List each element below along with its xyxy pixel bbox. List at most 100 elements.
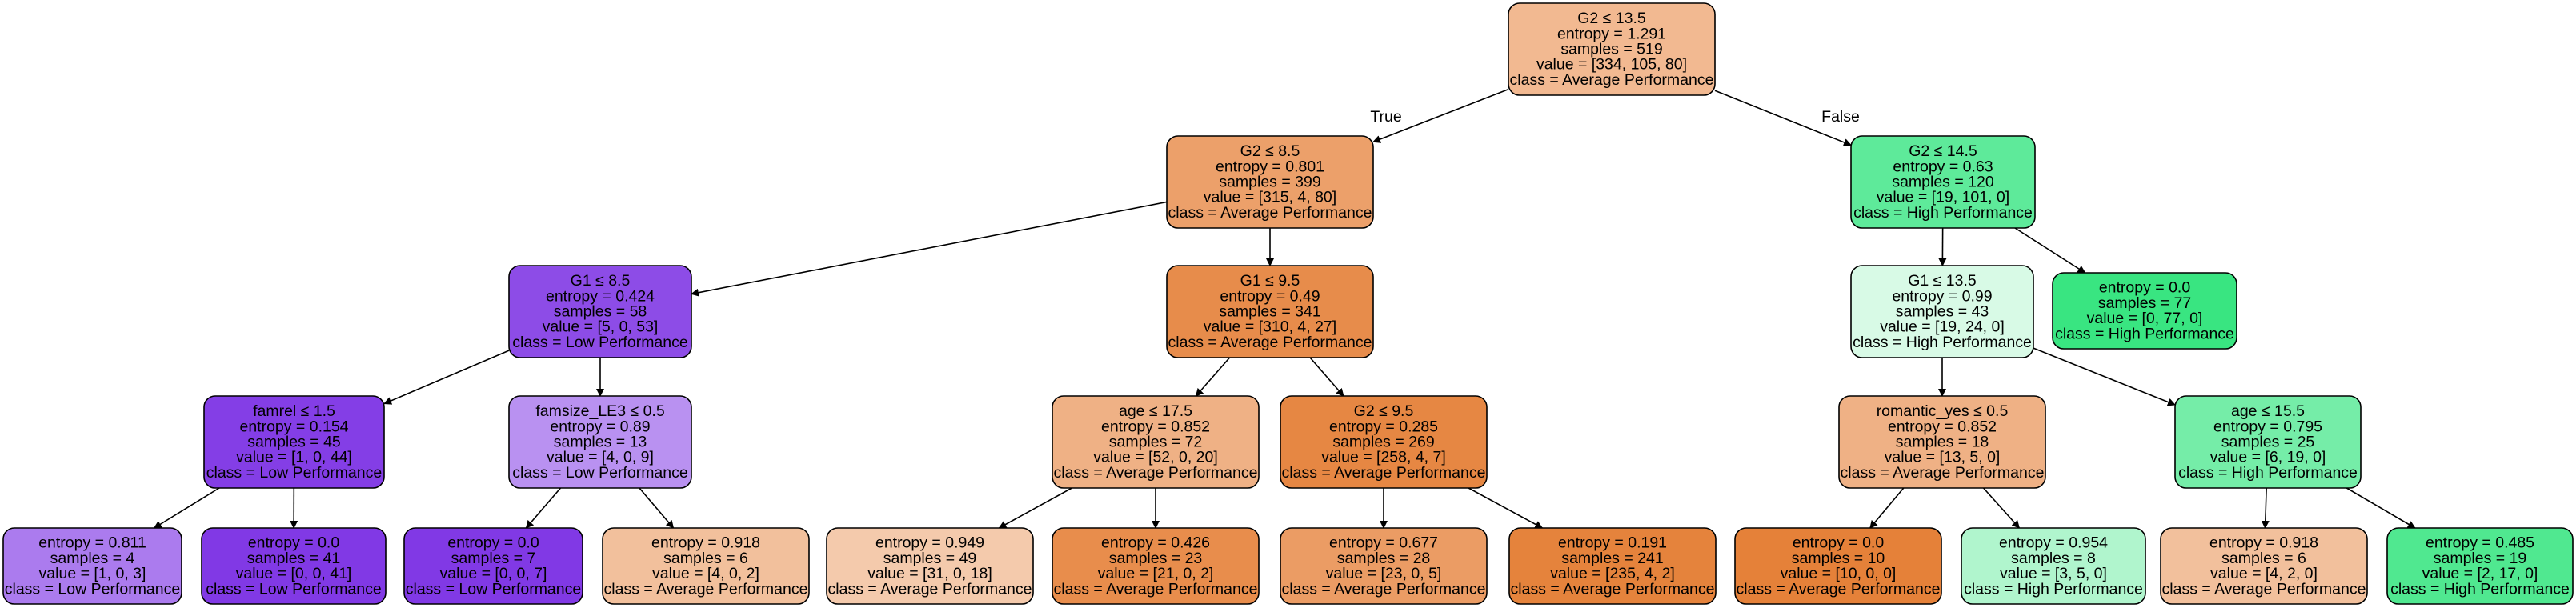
- node-line: value = [0, 0, 7]: [440, 565, 547, 582]
- node-line: class = Average Performance: [1168, 204, 1372, 222]
- node-line: samples = 6: [2221, 550, 2306, 567]
- node-box: [1838, 395, 2046, 489]
- node-line: entropy = 1.291: [1557, 25, 1666, 42]
- node-line: value = [315, 4, 80]: [1204, 189, 1336, 206]
- node-line: samples = 120: [1892, 174, 1994, 191]
- node-line: class = Average Performance: [1282, 464, 1486, 482]
- node-line: samples = 13: [554, 434, 647, 451]
- node-line: class = Low Performance: [406, 580, 581, 598]
- node-line: value = [4, 0, 9]: [547, 449, 654, 466]
- edge-arrow-n11-n21: [1869, 487, 1905, 529]
- node-line: samples = 25: [2221, 434, 2315, 451]
- node-line: value = [19, 101, 0]: [1877, 189, 2009, 206]
- edge-arrow-n8-n16: [639, 487, 675, 529]
- node-line: entropy = 0.99: [1892, 287, 1992, 305]
- node-box: [2160, 527, 2368, 605]
- node-line: value = [0, 0, 41]: [236, 565, 352, 582]
- node-line: class = Average Performance: [2162, 580, 2366, 598]
- node-line: samples = 7: [451, 550, 536, 567]
- edge-arrow-n12-n24: [2346, 487, 2416, 529]
- node-line: samples = 41: [247, 550, 341, 567]
- edge-arrow-n4-n9: [1195, 357, 1231, 397]
- node-line: class = Low Performance: [206, 580, 381, 598]
- node-line: famrel ≤ 1.5: [253, 402, 335, 420]
- node-line: value = [21, 0, 2]: [1098, 565, 1214, 582]
- node-line: class = Average Performance: [828, 580, 1032, 598]
- node-box: [1166, 265, 1374, 358]
- node-line: class = Average Performance: [1282, 580, 1486, 598]
- node-box: [403, 527, 583, 605]
- node-box: [1166, 135, 1374, 229]
- node-line: entropy = 0.954: [1999, 534, 2108, 552]
- node-line: entropy = 0.485: [2426, 534, 2534, 552]
- node-box: [508, 265, 692, 358]
- node-box: [1280, 527, 1488, 605]
- node-line: samples = 6: [663, 550, 748, 567]
- node-line: samples = 77: [2098, 294, 2192, 312]
- node-line: class = Low Performance: [206, 464, 382, 482]
- node-line: romantic_yes ≤ 0.5: [1877, 402, 2009, 420]
- node-box: [1052, 395, 1260, 489]
- node-line: value = [13, 5, 0]: [1885, 449, 2001, 466]
- node-line: value = [10, 0, 0]: [1781, 565, 1897, 582]
- node-line: age ≤ 17.5: [1119, 402, 1192, 420]
- edge-arrow-n1-n3: [691, 201, 1168, 297]
- node-line: samples = 8: [2011, 550, 2096, 567]
- node-line: entropy = 0.0: [1793, 534, 1885, 552]
- node-line: value = [31, 0, 18]: [867, 565, 992, 582]
- node-line: entropy = 0.677: [1329, 534, 1438, 552]
- node-line: samples = 241: [1561, 550, 1663, 567]
- edge-arrow-n0-n2: [1714, 90, 1852, 146]
- edge-arrow-n5-n12: [2033, 347, 2176, 406]
- node-box: [2386, 527, 2574, 605]
- node-line: class = Average Performance: [1511, 580, 1715, 598]
- node-line: G1 ≤ 13.5: [1908, 272, 1977, 290]
- node-line: entropy = 0.426: [1101, 534, 1210, 552]
- node-box: [201, 527, 387, 605]
- edge-arrow-n12-n23: [2261, 487, 2270, 529]
- edge-arrow-n11-n22: [1982, 487, 2021, 529]
- node-line: entropy = 0.0: [447, 534, 539, 552]
- edge-arrow-n9-n17: [998, 487, 1072, 529]
- node-line: G2 ≤ 9.5: [1354, 402, 1414, 420]
- node-line: samples = 19: [2434, 550, 2527, 567]
- edge-arrow-n2-n6: [2014, 227, 2086, 274]
- node-line: entropy = 0.154: [239, 418, 348, 435]
- node-line: samples = 72: [1109, 434, 1203, 451]
- node-line: entropy = 0.918: [2209, 534, 2318, 552]
- node-line: samples = 49: [883, 550, 977, 567]
- node-line: entropy = 0.285: [1329, 418, 1438, 435]
- node-line: samples = 43: [1896, 303, 1989, 321]
- node-line: entropy = 0.918: [651, 534, 760, 552]
- node-line: entropy = 0.795: [2213, 418, 2322, 435]
- node-box: [1052, 527, 1260, 605]
- node-line: G2 ≤ 14.5: [1909, 142, 1977, 160]
- node-line: class = Low Performance: [512, 464, 687, 482]
- node-line: age ≤ 15.5: [2231, 402, 2305, 420]
- edge-arrow-n8-n15: [525, 487, 562, 529]
- node-line: entropy = 0.89: [550, 418, 650, 435]
- node-line: class = Average Performance: [1510, 71, 1714, 89]
- node-line: class = Average Performance: [1054, 580, 1258, 598]
- node-line: samples = 10: [1792, 550, 1885, 567]
- node-line: samples = 399: [1219, 174, 1320, 191]
- node-line: G1 ≤ 8.5: [571, 272, 631, 290]
- node-box: [508, 395, 692, 489]
- node-line: samples = 4: [50, 550, 135, 567]
- node-line: value = [5, 0, 53]: [543, 318, 659, 336]
- node-box: [1850, 135, 2036, 229]
- edge-arrow-n7-n13: [153, 487, 220, 529]
